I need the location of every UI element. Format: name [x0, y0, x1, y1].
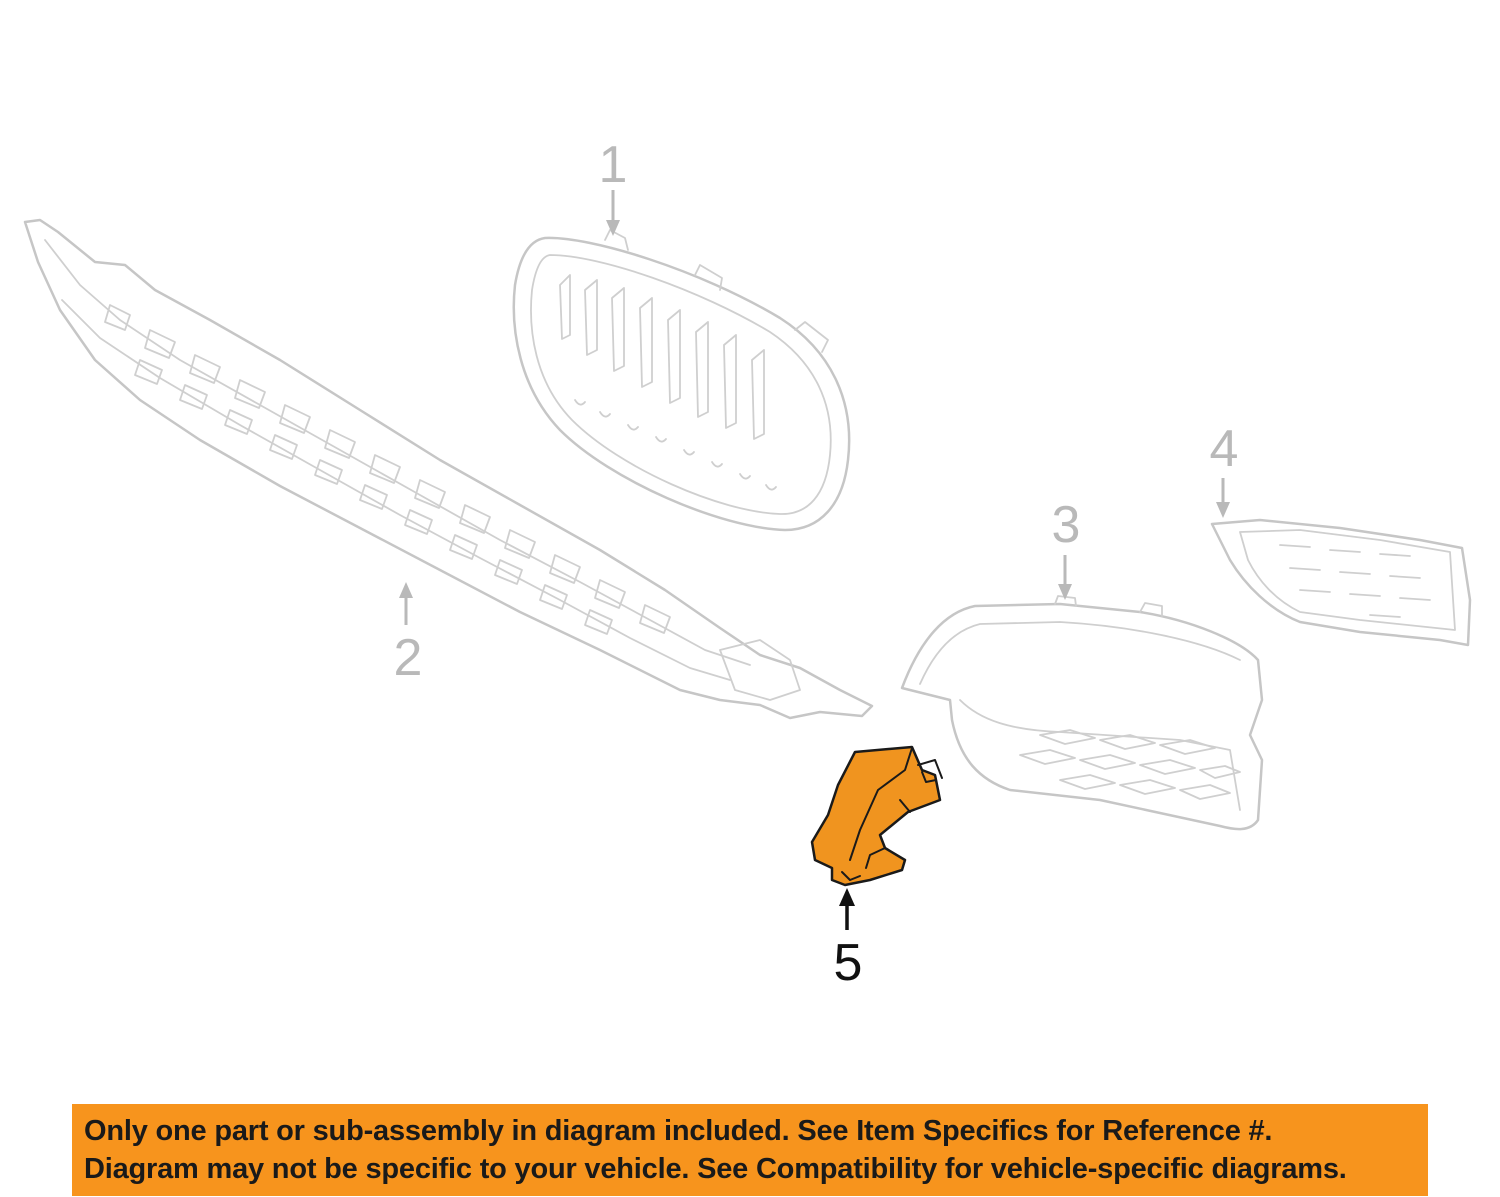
callout-2: 2	[394, 629, 423, 687]
notice-line-1: Only one part or sub-assembly in diagram…	[84, 1115, 1273, 1147]
part-1-kidney-grille	[512, 229, 851, 532]
parts-diagram: 1 2 3 4 5	[23, 136, 1472, 992]
callout-5: 5	[834, 934, 863, 992]
callout-1: 1	[599, 136, 628, 194]
leader-arrows	[399, 190, 1230, 930]
part-5-bracket	[810, 745, 943, 887]
part-4-side-grille	[1210, 518, 1472, 647]
notice-banner: Only one part or sub-assembly in diagram…	[72, 1104, 1428, 1196]
part-3-fog-light-trim	[900, 595, 1264, 831]
part-2-lower-grille	[23, 218, 874, 720]
callout-3: 3	[1052, 496, 1081, 554]
callout-4: 4	[1210, 420, 1239, 478]
notice-line-2: Diagram may not be specific to your vehi…	[84, 1153, 1347, 1185]
